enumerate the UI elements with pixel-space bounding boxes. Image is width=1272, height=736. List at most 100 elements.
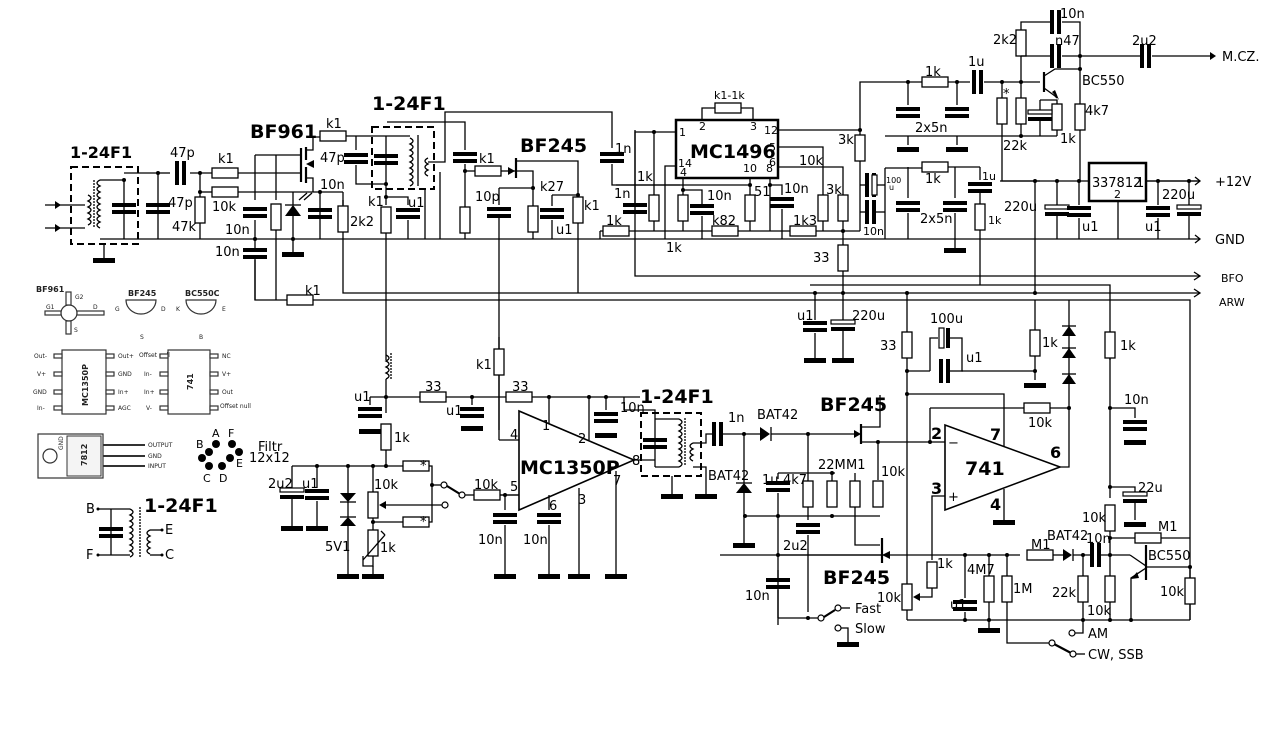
tr-legend-label: 1-24F1 — [144, 495, 218, 517]
input-transformer — [45, 166, 170, 263]
legend-mc1350p-l1: Out- — [34, 353, 47, 360]
legend-bc550c-name: BC550C — [185, 289, 220, 298]
det-d-bat42-a-label: BAT42 — [757, 408, 798, 423]
osc-r-k1-label: k1 — [479, 152, 495, 167]
pin-12: 12 — [764, 124, 778, 137]
tr-pin-b: B — [86, 502, 95, 517]
legend-filter-pins: A F B E C D — [196, 427, 243, 485]
zener-5v1-label: 5V1 — [325, 540, 350, 555]
af-r-star-label: * — [1003, 87, 1010, 102]
sw-fast-label[interactable]: Fast — [855, 602, 881, 617]
legend-mc1350p-r2: GND — [118, 371, 132, 378]
legend-bf961-name: BF961 — [36, 285, 65, 294]
c-u1-dec-label: u1 — [408, 196, 425, 211]
pin-6: 6 — [769, 156, 776, 169]
legend-bf961-g2: G2 — [75, 294, 84, 301]
mixer-r-1k-b-label: 1k — [606, 214, 622, 229]
mixer-c-1n-label: 1n — [614, 187, 631, 202]
legend-741-l2: In- — [144, 371, 152, 378]
plus-sign: + — [948, 490, 959, 505]
det-r-m1-label: M1 — [846, 458, 866, 473]
af-r-1k-c-label: 1k — [988, 214, 1002, 227]
r-2k2-label: 2k2 — [350, 215, 374, 230]
mixer-c-10n-c-label: 10n — [863, 225, 884, 238]
dec-c-220u-label: 220u — [852, 309, 885, 324]
pin-14: 14 — [678, 157, 692, 170]
p-10k-label: 10k — [374, 478, 399, 493]
detector-network — [745, 395, 890, 647]
agc-r-star-b-label: * — [420, 515, 427, 530]
if-pin-4: 4 — [510, 428, 518, 443]
opamp-pin-4: 4 — [990, 495, 1001, 514]
dec-c-u1-label: u1 — [797, 309, 814, 324]
ic-mc1496-label: MC1496 — [690, 141, 776, 163]
legend-741-r3: Out — [222, 389, 234, 396]
legend-741-l4: V- — [146, 405, 152, 412]
if-pin-8: 8 — [632, 454, 640, 469]
af-c-1u-a-label: 1u — [968, 55, 985, 70]
legend-741-l1: Offset null — [139, 352, 170, 359]
opamp-pin-2: 2 — [931, 424, 942, 443]
mixer-r-33-label: 33 — [813, 251, 830, 266]
q4-label: BF245 — [823, 567, 890, 589]
agc-c-2u2-label: 2u2 — [268, 477, 293, 492]
q2-label: BF245 — [520, 135, 587, 157]
r-k1-drain-label: k1 — [326, 117, 342, 132]
legend-7812-name: 7812 — [80, 444, 89, 466]
opamp-pin-7: 7 — [990, 425, 1001, 444]
reg-c-220u-b-label: 220u — [1162, 188, 1195, 203]
if-c-10n-c-label: 10n — [523, 533, 548, 548]
minus-sign: − — [948, 436, 959, 451]
af-c-2x5n-b-label: 2x5n — [920, 212, 952, 227]
legend-bc550c-k: K — [176, 306, 181, 313]
pin-4: 4 — [680, 166, 687, 179]
legend-mc1350p-r4: AGC — [118, 405, 131, 412]
filter-pin-e: E — [236, 457, 243, 470]
legend-741: 741 Offset null In- In+ V- NC V+ Out Off… — [139, 349, 251, 415]
r-47k-label: 47k — [172, 220, 197, 235]
reg-label: 37812 — [1100, 176, 1141, 191]
ic-mc1350p-label: MC1350P — [520, 457, 620, 479]
af-r-1k-a-label: 1k — [925, 65, 941, 80]
if-c-10n-b-label: 10n — [478, 533, 503, 548]
legend-741-l3: In+ — [144, 389, 155, 396]
agc-supply — [901, 293, 1147, 620]
agc-c-u1-d-label: u1 — [302, 477, 319, 492]
agc-r-m1-b-label: M1 — [1031, 538, 1051, 553]
mixer-r-10k-label: 10k — [799, 154, 824, 169]
ic-741-label: 741 — [965, 458, 1005, 480]
opamp-pin-6: 6 — [1050, 443, 1061, 462]
legend-bf245-g: G — [115, 306, 120, 313]
c-47p-tank-label: 47p — [320, 151, 345, 166]
reg-c-u1-a-label: u1 — [1082, 220, 1099, 235]
mixer-c-10n-a-label: 10n — [707, 189, 732, 204]
af-c-2x5n-a-label: 2x5n — [915, 121, 947, 136]
reg-pin-2: 2 — [1114, 188, 1121, 201]
det-c-1n-label: 1n — [728, 411, 745, 426]
r-10k-label: 10k — [212, 200, 237, 215]
legend-mc1350p-r1: Out+ — [118, 353, 134, 360]
filter-pin-d: D — [219, 472, 227, 485]
pin-10: 10 — [743, 162, 757, 175]
agc-c-10n-b-label: 10n — [1086, 532, 1111, 547]
mixer-r-3k-b-label: 3k — [838, 133, 854, 148]
reg-pin-1: 1 — [1136, 176, 1144, 191]
arw-line — [254, 200, 1202, 620]
filter-label: Filtr — [258, 440, 283, 455]
port-arw: ARW — [1219, 296, 1245, 309]
if-pin-1: 1 — [542, 419, 550, 434]
sw-am-label[interactable]: AM — [1088, 627, 1108, 642]
agc-r-33-label: 33 — [880, 339, 897, 354]
pin-5: 5 — [769, 141, 776, 154]
tr3-label: 1-24F1 — [640, 386, 714, 408]
legend-bf961-d: D — [93, 304, 98, 311]
tr2-label: 1-24F1 — [372, 93, 446, 115]
af-r-1k-e-label: 1k — [1060, 132, 1076, 147]
legend-transformer: B F E C — [86, 502, 174, 563]
legend-7812-gnd: GND — [148, 453, 162, 460]
agc-p-10k-label: 10k — [877, 591, 902, 606]
sw-cw-ssb-label[interactable]: CW, SSB — [1088, 648, 1144, 663]
mixer-r-1k-a-label: 1k — [637, 170, 653, 185]
sw-slow-label[interactable]: Slow — [855, 622, 886, 637]
